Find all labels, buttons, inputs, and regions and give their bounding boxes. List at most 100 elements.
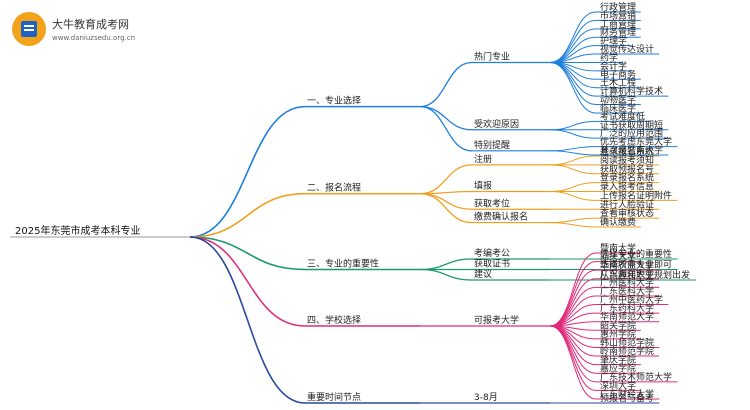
- group-label: 考编考公: [474, 247, 510, 259]
- leaf-edge: [549, 150, 597, 156]
- leaf-edge: [549, 146, 597, 152]
- group-edge: [419, 105, 473, 131]
- book-logo-icon: [12, 12, 46, 46]
- leaf-edge: [549, 217, 597, 224]
- leaf-label: 财务管理: [600, 26, 636, 38]
- leaf-label: 视觉传达设计: [600, 43, 654, 55]
- group-label: 填报: [474, 180, 492, 192]
- site-logo: 大牛教育成考网 www.daniuzsedu.org.cn: [12, 10, 142, 50]
- leaf-label: 惠州学院: [600, 328, 636, 340]
- group-label: 3-8月: [474, 392, 498, 403]
- leaf-label: 优先考虑东莞大学: [600, 136, 672, 148]
- mind-map-edges: [10, 11, 696, 404]
- leaf-edge: [549, 61, 597, 97]
- branch-edge: [189, 192, 306, 238]
- leaf-edge: [549, 164, 597, 175]
- leaf-edge: [549, 28, 597, 63]
- logo-url: www.daniuzsedu.org.cn: [52, 34, 136, 42]
- leaf-label: 药学: [600, 51, 618, 63]
- leaf-label: 韩山师范学院: [600, 336, 654, 348]
- group-edge: [419, 164, 473, 195]
- leaf-edge: [549, 191, 597, 201]
- leaf-label: 临床医学: [600, 102, 636, 114]
- leaf-label: 登录报名系统: [600, 172, 654, 184]
- group-label: 缴费确认报名: [474, 211, 528, 223]
- leaf-label: 从兴趣和职业规划出发: [600, 269, 690, 281]
- branch-edge: [189, 236, 306, 404]
- branch-label: 四、学校选择: [307, 314, 361, 326]
- leaf-label: 上传报名证明附件: [600, 189, 672, 201]
- group-edge: [419, 193, 473, 224]
- leaf-label: 广东财经大学: [600, 388, 654, 400]
- group-edge: [419, 258, 473, 271]
- branch-edge: [189, 105, 306, 238]
- leaf-label: 证书获取周期短: [600, 119, 663, 131]
- leaf-label: 进行人脸验证: [600, 198, 654, 210]
- leaf-edge: [549, 325, 597, 391]
- branch-edge: [189, 236, 306, 271]
- leaf-edge: [549, 155, 597, 166]
- leaf-label: 其次是暨南大学: [600, 144, 663, 156]
- leaf-edge: [549, 129, 597, 139]
- group-label: 获取考位: [474, 197, 510, 209]
- group-label: 注册: [474, 153, 492, 165]
- leaf-label: 广东药科大学: [600, 302, 654, 314]
- group-edge: [419, 61, 473, 108]
- leaf-label: 阅读报考须知: [600, 154, 654, 166]
- group-label: 热门专业: [474, 50, 510, 62]
- leaf-edge: [549, 325, 597, 383]
- group-edge: [419, 105, 473, 152]
- leaf-edge: [549, 325, 597, 374]
- leaf-edge: [549, 269, 597, 327]
- leaf-edge: [549, 19, 597, 63]
- leaf-label: 录入报考信息: [600, 181, 654, 193]
- leaf-label: 广东医科大学: [600, 285, 654, 297]
- leaf-label: 广泛的应用范围: [600, 127, 663, 139]
- leaf-label: 肇庆学院: [600, 354, 636, 366]
- leaf-label: 暨南大学: [600, 242, 636, 254]
- leaf-edge: [549, 182, 597, 192]
- group-label: 受欢迎原因: [474, 118, 519, 130]
- leaf-label: 广州医科大学: [600, 276, 654, 288]
- leaf-label: 护理学: [600, 35, 627, 47]
- leaf-label: 预报名与备考: [600, 392, 654, 404]
- leaf-label: 电子商务: [600, 68, 636, 80]
- leaf-label: 选择专业的重要性: [600, 248, 672, 260]
- leaf-edge: [549, 278, 597, 327]
- leaf-label: 查看审核状态: [600, 207, 654, 219]
- leaf-edge: [549, 304, 597, 327]
- leaf-label: 华南师范大学: [600, 311, 654, 323]
- leaf-label: 韶关学院: [600, 319, 636, 331]
- leaf-label: 考试难度低: [600, 110, 645, 122]
- leaf-label: 广州中医药大学: [600, 294, 663, 306]
- leaf-label: 行政管理: [600, 1, 636, 13]
- leaf-label: 工商管理: [600, 18, 636, 30]
- leaf-label: 广东海洋大学: [600, 268, 654, 280]
- logo-name: 大牛教育成考网: [52, 18, 129, 31]
- leaf-edge: [549, 120, 597, 131]
- group-label: 特别提醒: [474, 139, 510, 151]
- branch-edge: [189, 236, 306, 327]
- leaf-label: 土木工程: [600, 77, 636, 89]
- branch-label: 二、报名流程: [307, 182, 361, 194]
- leaf-edge: [549, 261, 597, 327]
- leaf-label: 确认缴费: [600, 216, 636, 228]
- leaf-label: 市场营销: [600, 9, 636, 21]
- leaf-edge: [549, 222, 597, 228]
- branch-label: 三、专业的重要性: [307, 258, 379, 270]
- leaf-label: 计算机科学技术: [600, 85, 663, 97]
- group-edge: [419, 193, 473, 210]
- leaf-label: 嘉应学院: [600, 362, 636, 374]
- leaf-label: 华南农业大学: [600, 259, 654, 271]
- leaf-label: 汕头大学: [600, 251, 636, 263]
- branch-label: 重要时间节点: [307, 391, 361, 403]
- leaf-edge: [549, 61, 597, 114]
- leaf-label: 登录报名系统: [600, 145, 654, 157]
- root-topic: 2025年东莞市成考本科专业: [15, 224, 140, 237]
- leaf-edge: [549, 61, 597, 106]
- group-label: 建议: [474, 268, 492, 280]
- leaf-label: 广东技术师范大学: [600, 371, 672, 383]
- group-edge: [419, 268, 473, 281]
- leaf-label: 深圳大学: [600, 379, 636, 391]
